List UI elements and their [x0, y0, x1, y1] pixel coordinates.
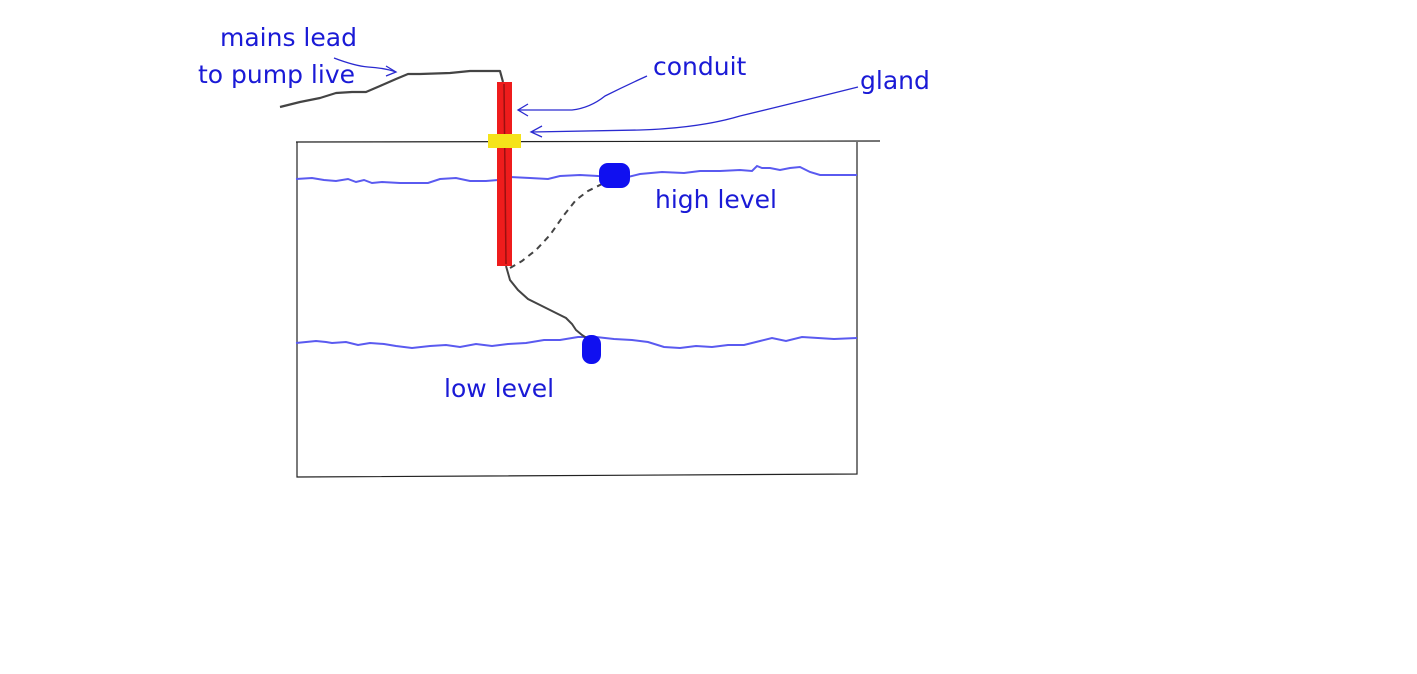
low-float-cable — [505, 265, 589, 340]
mains-lead-cable — [279, 69, 505, 109]
conduit-inner-cable — [503, 83, 507, 265]
high-level-float — [599, 163, 630, 188]
low-level-label: low level — [444, 374, 554, 403]
high-water-level-line — [295, 164, 857, 185]
high-level-label: high level — [655, 185, 777, 214]
ground-line — [295, 140, 881, 143]
gland-arrow — [529, 86, 859, 138]
conduit-label: conduit — [653, 52, 747, 81]
labels: mains lead to pump live conduit gland hi… — [198, 23, 930, 403]
mains-lead-label-line2: to pump live — [198, 60, 355, 89]
mains-lead-label-line1: mains lead — [220, 23, 357, 52]
conduit-tube — [497, 82, 512, 266]
tank-outline — [296, 142, 858, 478]
low-water-level-line — [295, 335, 858, 350]
low-level-float — [582, 335, 601, 364]
mains-lead-arrow — [333, 57, 398, 77]
high-float-cable — [509, 183, 603, 269]
gland-label: gland — [860, 66, 930, 95]
tank — [295, 140, 881, 478]
gland — [488, 134, 521, 148]
conduit-arrow — [516, 75, 648, 117]
